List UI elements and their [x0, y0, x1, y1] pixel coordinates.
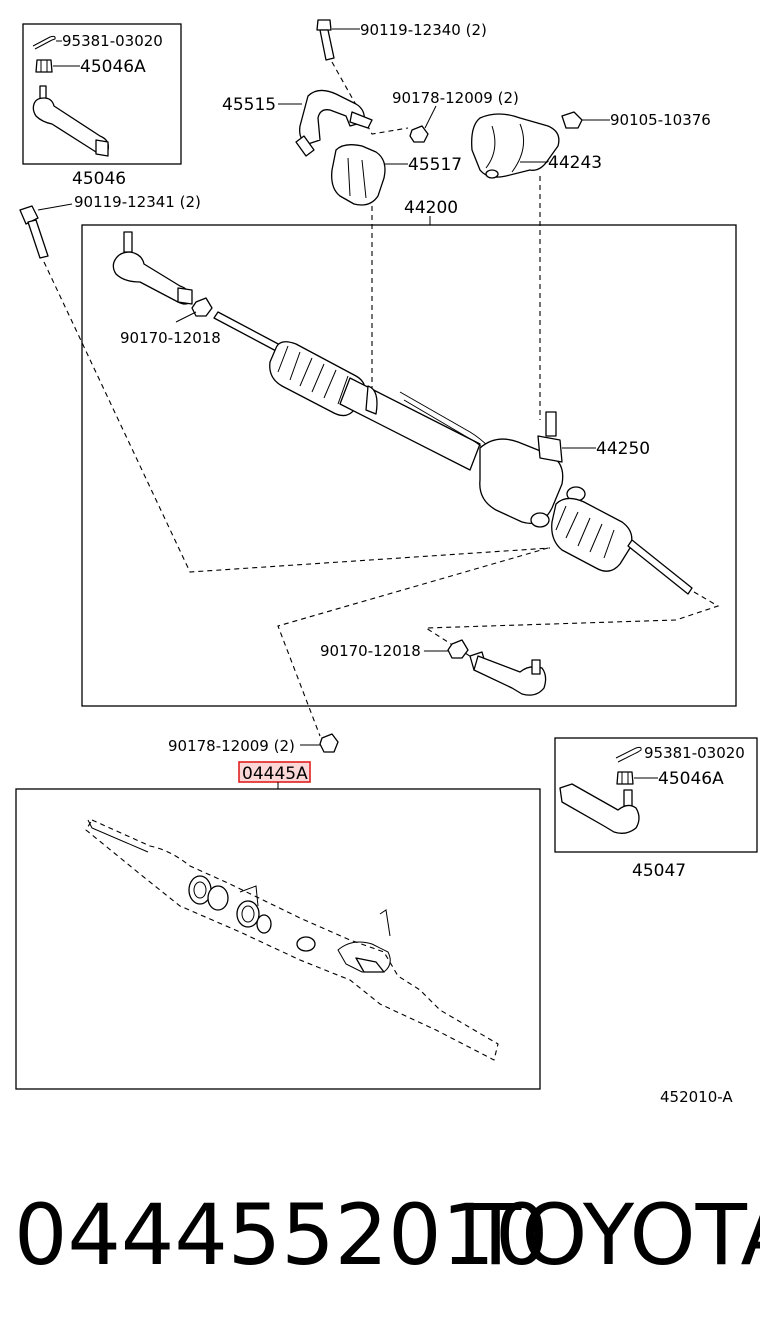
- left-bolt-90119: 90119-12341 (2): [19, 193, 551, 573]
- label-bolt-top: 90119-12340 (2): [360, 21, 487, 39]
- rack-outline-dashed-icon: [85, 819, 499, 1061]
- brand-name: TOYOTA: [470, 1186, 760, 1284]
- lock-nut-right-icon: [447, 639, 469, 659]
- nut-icon: [319, 733, 339, 753]
- label-valve-housing: 44250: [596, 439, 650, 459]
- inset-tie-rod-end-lh: 95381-03020 45046A 45046: [22, 23, 182, 189]
- label-bushing: 45517: [408, 155, 462, 175]
- gasket-kit-frame: [15, 788, 541, 1090]
- label-lock-nut-right: 90170-12018: [320, 642, 421, 660]
- label-castle-nut-top: 45046A: [80, 57, 146, 77]
- nut-icon: [409, 125, 429, 143]
- castle-nut-icon: [616, 771, 634, 785]
- bolt-head-icon: [316, 19, 332, 31]
- label-cotter-pin-top: 95381-03020: [62, 32, 163, 50]
- long-bolt-icon: [19, 205, 39, 225]
- label-nut-bottom: 90178-12009 (2): [168, 737, 295, 755]
- part-number: 0444552010: [14, 1186, 549, 1284]
- tie-rod-end-rh-icon: [559, 783, 640, 834]
- nut-90178-top: 90178-12009 (2): [392, 89, 519, 143]
- lock-nut-left-icon: [191, 297, 213, 317]
- label-cotter-pin-right: 95381-03020: [644, 744, 745, 762]
- inner-tie-rod-end-right-icon: [469, 651, 547, 696]
- gasket-kit-highlight[interactable]: 04445A: [238, 761, 311, 789]
- rack-body-icon: [213, 311, 693, 595]
- gasket-kit-box: [15, 788, 541, 1090]
- bushing-45517: 45517: [331, 144, 462, 400]
- inset-box-rh: [554, 737, 758, 853]
- small-bolt-icon: [561, 111, 583, 129]
- diagram-code: 452010-A: [660, 1088, 733, 1106]
- highlight-box: [238, 761, 311, 783]
- inset-tie-rod-end-rh: 95381-03020 45046A 45047: [554, 737, 758, 881]
- rack-assembly-44200: 44200 90170-12018: [81, 198, 737, 737]
- label-lock-nut-left: 90170-12018: [120, 329, 221, 347]
- inset-box-lh: [22, 23, 182, 165]
- label-cover: 44243: [548, 153, 602, 173]
- rack-assembly-box: [81, 224, 737, 707]
- label-bolt-left: 90119-12341 (2): [74, 193, 201, 211]
- label-bolt-right: 90105-10376: [610, 111, 711, 129]
- label-nut-top: 90178-12009 (2): [392, 89, 519, 107]
- cotter-pin-icon: [615, 746, 642, 763]
- label-tie-rod-end-lh: 45046: [72, 169, 126, 189]
- tie-rod-end-lh-icon: [32, 85, 109, 157]
- label-bracket: 45515: [222, 95, 276, 115]
- label-gasket-kit: 04445A: [242, 764, 308, 784]
- label-tie-rod-end-rh: 45047: [632, 861, 686, 881]
- upper-bolt: 90119-12340 (2): [316, 19, 487, 135]
- bracket-45515: 45515: [222, 89, 373, 157]
- castle-nut-icon: [35, 59, 53, 73]
- bolt-90105: 90105-10376: [561, 111, 711, 129]
- cotter-pin-icon: [32, 35, 56, 50]
- label-castle-nut-right: 45046A: [658, 769, 724, 789]
- inner-tie-rod-end-left-icon: [112, 231, 193, 305]
- cover-44243: 44243: [471, 113, 602, 420]
- bushing-icon: [331, 144, 386, 206]
- nut-90178-bottom: 90178-12009 (2): [168, 733, 339, 755]
- label-rack-assembly: 44200: [404, 198, 458, 218]
